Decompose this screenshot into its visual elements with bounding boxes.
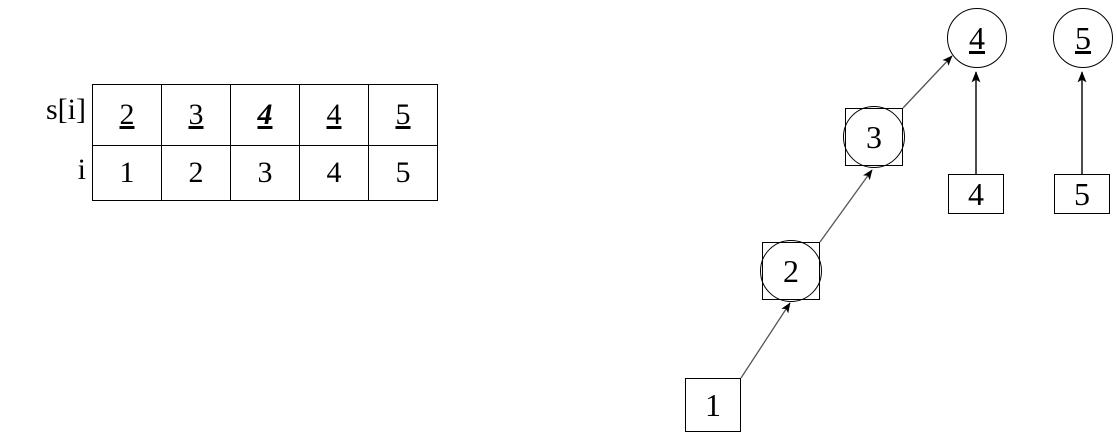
node-label: 4 — [968, 176, 984, 212]
node-1[interactable]: 1 — [685, 378, 741, 432]
edge-1-to-2 — [740, 302, 791, 379]
row-label-index: i — [77, 153, 86, 186]
node-label: 4 — [969, 20, 985, 56]
edge-3-to-4 — [902, 55, 953, 109]
cell-text: 5 — [395, 98, 411, 131]
array-table-block: s[i] i 2 3 4 4 — [0, 78, 460, 213]
node-label: 2 — [783, 253, 799, 289]
table-cell-index-1: 1 — [92, 145, 162, 201]
table-cell-index-4: 4 — [299, 145, 369, 201]
table-cell-index-2: 2 — [161, 145, 231, 201]
node-circle-5[interactable]: 5 — [1053, 8, 1113, 68]
table-cell-index-5: 5 — [368, 145, 438, 201]
node-2[interactable]: 2 — [760, 240, 822, 302]
square-shape — [948, 174, 1004, 214]
circle-shape — [947, 8, 1007, 68]
node-circle-4[interactable]: 4 — [947, 8, 1007, 68]
node-label: 5 — [1075, 20, 1091, 56]
square-shape — [1054, 174, 1110, 214]
node-label: 1 — [705, 387, 721, 423]
node-label: 5 — [1074, 176, 1090, 212]
cell-text: 2 — [119, 98, 135, 131]
row-label-values: s[i] — [46, 93, 86, 126]
table-cell-value-3: 4 — [230, 84, 300, 146]
table-row-index: 1 2 3 4 5 — [92, 145, 438, 201]
cell-text: 4 — [326, 98, 342, 131]
table-cell-value-1: 2 — [92, 84, 162, 146]
array-table: 2 3 4 4 5 1 2 — [92, 84, 438, 201]
table-row-values: 2 3 4 4 5 — [92, 84, 438, 146]
circle-shape — [1053, 8, 1113, 68]
node-square-5[interactable]: 5 — [1054, 174, 1110, 214]
circle-shape — [760, 240, 822, 302]
edge-2-to-3 — [819, 169, 873, 243]
cell-text: 3 — [188, 98, 204, 131]
node-3[interactable]: 3 — [843, 106, 905, 168]
cell-text-highlighted: 4 — [257, 98, 273, 131]
table-cell-value-5: 5 — [368, 84, 438, 146]
node-square-4[interactable]: 4 — [948, 174, 1004, 214]
square-shape — [685, 378, 741, 432]
node-label: 3 — [866, 119, 882, 155]
circle-shape — [843, 106, 905, 168]
